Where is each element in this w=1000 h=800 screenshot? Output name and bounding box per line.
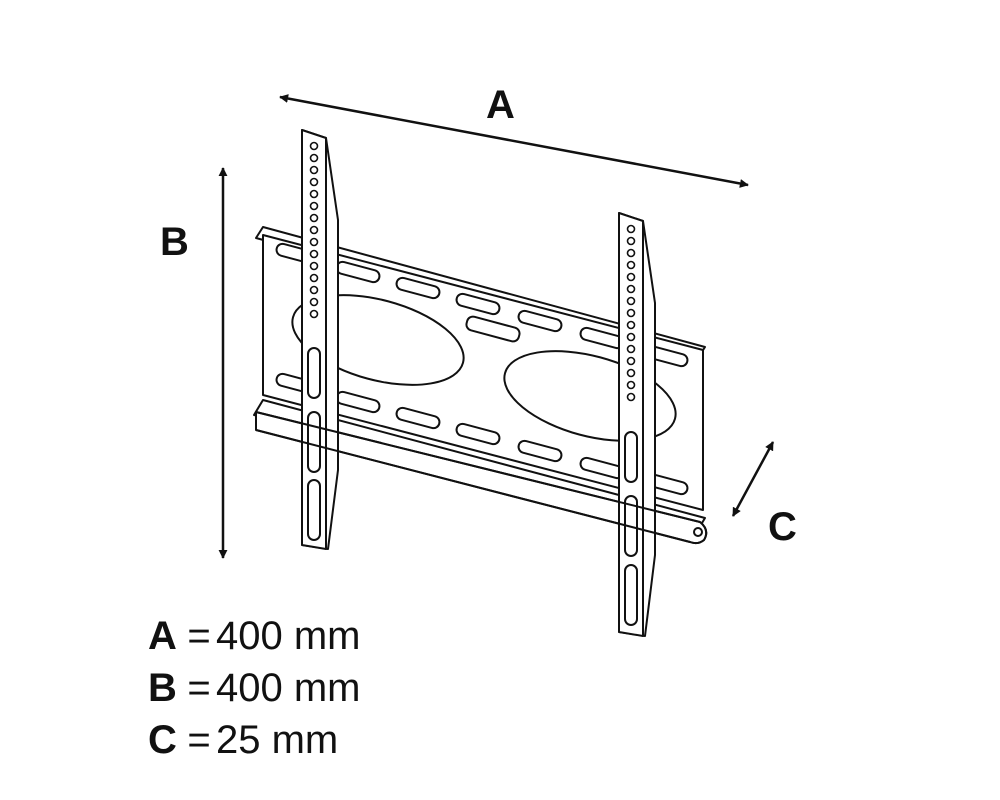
- legend-row-a: A=400 mm: [148, 612, 361, 664]
- dimension-arrow-a: [279, 94, 749, 188]
- legend-equals: =: [187, 614, 211, 658]
- dimension-legend: A=400 mm B=400 mm C=25 mm: [148, 612, 361, 768]
- legend-row-c: C=25 mm: [148, 716, 361, 768]
- legend-row-b: B=400 mm: [148, 664, 361, 716]
- legend-equals: =: [187, 666, 211, 710]
- dimension-label-b: B: [160, 220, 189, 264]
- legend-value: 400 mm: [216, 666, 361, 710]
- plate-center-slot: [465, 315, 521, 343]
- dimension-label-c: C: [768, 505, 797, 549]
- legend-value: 25 mm: [216, 718, 339, 762]
- dimension-arrow-c: [731, 441, 775, 517]
- right-mounting-arm: [618, 212, 656, 637]
- legend-equals: =: [187, 718, 211, 762]
- legend-key: B: [148, 666, 177, 710]
- legend-value: 400 mm: [216, 614, 361, 658]
- locking-bar-front: [255, 411, 708, 545]
- legend-key: C: [148, 718, 177, 762]
- legend-key: A: [148, 614, 177, 658]
- left-mounting-arm: [301, 129, 339, 550]
- dimension-label-a: A: [486, 83, 515, 127]
